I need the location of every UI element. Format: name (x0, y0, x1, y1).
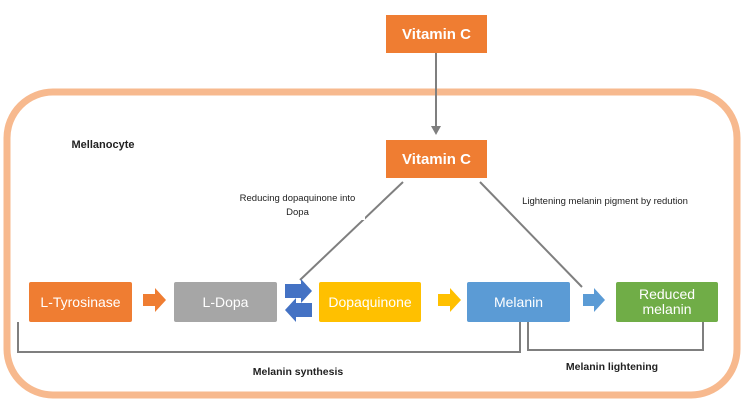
vitamin-entry-arrowhead (431, 126, 441, 135)
dopa-to-dopaquinone-arrow (285, 279, 312, 303)
dopaquinone-to-dopa-arrow (285, 298, 312, 322)
l-tyrosinase-box: L-Tyrosinase (29, 282, 132, 322)
reduced-melanin-box: Reduced melanin (616, 282, 718, 322)
vitamin-c-external-box: Vitamin C (386, 15, 487, 53)
l-dopa-box: L-Dopa (174, 282, 277, 322)
melanin-lightening-label: Melanin lightening (532, 357, 692, 377)
synthesis-bracket (17, 322, 521, 353)
dopaquinone-box: Dopaquinone (319, 282, 421, 322)
melanocyte-label: Mellanocyte (48, 134, 158, 156)
lightening-action-line (479, 181, 583, 288)
lightening-note: Lightening melanin pigment by redution (515, 195, 695, 209)
reducing-action-line (299, 181, 404, 281)
melanin-synthesis-label: Melanin synthesis (198, 362, 398, 382)
melanin-box: Melanin (467, 282, 570, 322)
melanocyte-cell-outline (3, 88, 741, 399)
vitamin-c-cell-box: Vitamin C (386, 140, 487, 178)
reducing-note: Reducing dopaquinone into Dopa (230, 192, 365, 220)
tyrosinase-to-dopa-arrow (143, 288, 166, 312)
melanin-to-reduced-arrow (583, 288, 605, 312)
dopaquinone-to-melanin-arrow (438, 288, 461, 312)
lightening-bracket (527, 322, 704, 351)
